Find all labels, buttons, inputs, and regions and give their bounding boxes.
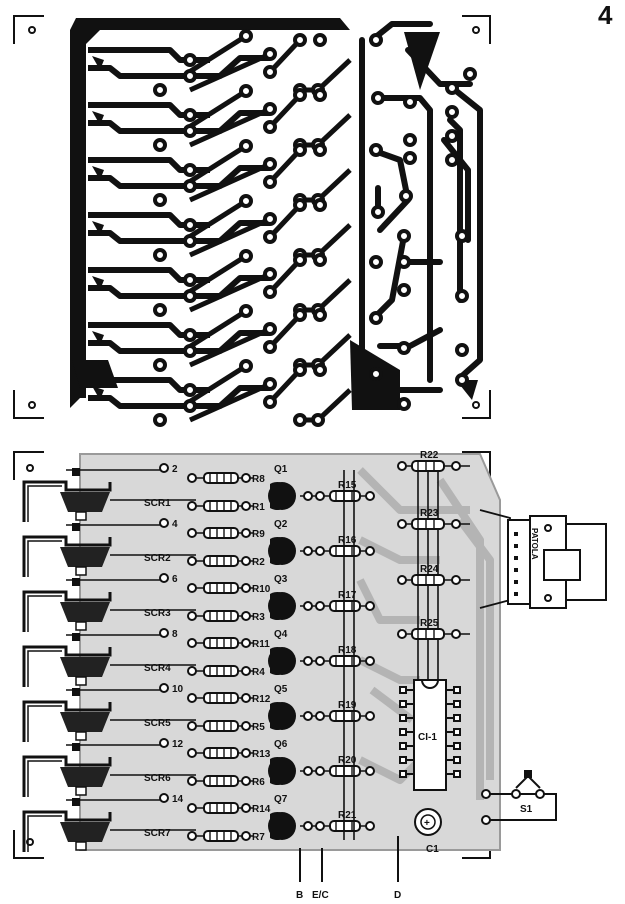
- resistor-label: R18: [338, 645, 357, 656]
- transistor-label: Q1: [274, 464, 288, 475]
- scr-label: SCR2: [144, 553, 171, 564]
- resistor-label: R23: [420, 508, 439, 519]
- scr-label: SCR6: [144, 773, 171, 784]
- resistor-label: R25: [420, 618, 439, 629]
- transistor-label: Q7: [274, 794, 288, 805]
- copper-layout: [13, 15, 491, 427]
- resistor-label: R22: [420, 450, 439, 461]
- pin-number: 10: [172, 684, 184, 695]
- copper-row: [88, 139, 352, 207]
- resistor-label: R21: [338, 810, 357, 821]
- resistor-label: R14: [252, 804, 271, 815]
- svg-text:+: +: [424, 818, 430, 829]
- pin-label-b: B: [296, 890, 303, 901]
- pin-label-d: D: [394, 890, 401, 901]
- corner-marks-top: [13, 15, 491, 419]
- switch-label: S1: [520, 804, 533, 815]
- resistor-label: R3: [252, 612, 265, 623]
- resistor-label: R12: [252, 694, 271, 705]
- switch-s1: S1: [481, 770, 557, 825]
- capacitor-c1: + C1: [414, 808, 442, 855]
- pin-number: 8: [172, 629, 178, 640]
- copper-control-pads: [369, 33, 477, 411]
- scr-label: SCR5: [144, 718, 171, 729]
- transistor-label: Q2: [274, 519, 288, 530]
- scr-label: SCR4: [144, 663, 171, 674]
- copper-row: [88, 84, 352, 152]
- resistor-label: R7: [252, 832, 265, 843]
- bottom-pins: [299, 836, 399, 882]
- cap-label: C1: [426, 844, 439, 855]
- pin-number: 14: [172, 794, 184, 805]
- resistor-label: R4: [252, 667, 265, 678]
- resistor-label: R8: [252, 474, 265, 485]
- copper-row: [88, 194, 352, 262]
- scr-label: SCR1: [144, 498, 171, 509]
- resistor-label: R13: [252, 749, 271, 760]
- resistor-label: R9: [252, 529, 265, 540]
- copper-row: [88, 304, 352, 372]
- pin-number: 6: [172, 574, 178, 585]
- underlay-traces: [356, 467, 494, 800]
- resistor-label: R20: [338, 755, 357, 766]
- pin-number: 2: [172, 464, 178, 475]
- pin-label-ec: E/C: [312, 890, 329, 901]
- page-number: 4: [598, 0, 613, 30]
- copper-row: [88, 359, 352, 427]
- patola-connector: PATOLA: [479, 509, 607, 609]
- resistor-label: R2: [252, 557, 265, 568]
- ic-ci1: CI-1: [399, 679, 461, 791]
- scr-label: SCR3: [144, 608, 171, 619]
- connector-brand: PATOLA: [530, 528, 539, 560]
- resistor-label: R15: [338, 480, 357, 491]
- resistor-label: R19: [338, 700, 357, 711]
- transistor-label: Q4: [274, 629, 288, 640]
- copper-row: [88, 29, 352, 97]
- resistor-label: R11: [252, 639, 270, 650]
- transistor-label: Q5: [274, 684, 288, 695]
- transistor-label: Q3: [274, 574, 288, 585]
- resistor-label: R24: [420, 564, 439, 575]
- pin-number: 12: [172, 739, 184, 750]
- transistor-label: Q6: [274, 739, 288, 750]
- copper-trace-rows: [88, 29, 352, 427]
- scr-label: SCR7: [144, 828, 171, 839]
- resistor-label: R16: [338, 535, 357, 546]
- resistor-label: R17: [338, 590, 357, 601]
- pin-number: 4: [172, 519, 178, 530]
- ic-label: CI-1: [418, 732, 437, 743]
- resistor-label: R5: [252, 722, 265, 733]
- resistor-label: R10: [252, 584, 271, 595]
- resistor-label: R6: [252, 777, 265, 788]
- resistor-label: R1: [252, 502, 265, 513]
- copper-row: [88, 249, 352, 317]
